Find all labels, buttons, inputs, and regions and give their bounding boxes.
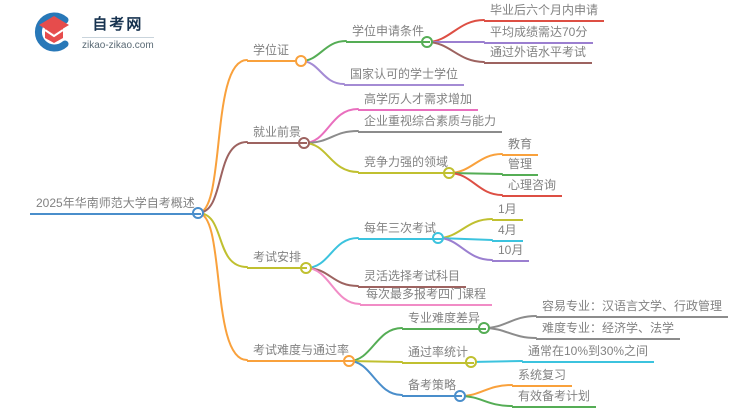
connector	[426, 41, 485, 63]
node-three-exams-per-year[interactable]: 每年三次考试	[358, 221, 443, 240]
node-flexible-subjects[interactable]: 灵活选择考试科目	[358, 269, 467, 288]
node-exam-april[interactable]: 4月	[492, 223, 523, 242]
connector	[348, 360, 403, 363]
node-root[interactable]: 2025年华南师范大学自考概述	[30, 196, 201, 215]
node-exam-january[interactable]: 1月	[492, 202, 523, 221]
node-employment-prospects[interactable]: 就业前景	[247, 125, 308, 144]
node-effective-prep-plan[interactable]: 有效备考计划	[512, 389, 597, 408]
connector	[197, 212, 248, 268]
graduation-cap-icon	[34, 12, 69, 52]
node-apply-within-six-months[interactable]: 毕业后六个月内申请	[484, 3, 605, 22]
connector	[300, 60, 345, 85]
node-pass-rate-range[interactable]: 通常在10%到30%之间	[522, 344, 655, 363]
connector	[197, 141, 248, 214]
collapse-handle-degree-cert[interactable]	[295, 55, 307, 67]
connector	[197, 212, 248, 361]
connector	[437, 237, 493, 261]
node-hard-majors[interactable]: 难度专业：经济学、法学	[536, 321, 681, 340]
connector	[459, 395, 513, 407]
node-competitive-fields[interactable]: 竞争力强的领域	[358, 155, 455, 174]
connector	[483, 327, 537, 339]
node-degree-cert[interactable]: 学位证	[247, 43, 296, 62]
node-exam-october[interactable]: 10月	[492, 243, 530, 262]
node-degree-apply-conditions[interactable]: 学位申请条件	[346, 24, 431, 43]
connector	[448, 172, 503, 196]
site-logo[interactable]: 自考网 zikao-zikao.com	[32, 10, 154, 54]
connector	[197, 59, 248, 214]
node-state-recognized-degree[interactable]: 国家认可的学士学位	[344, 67, 465, 86]
connector	[483, 315, 537, 329]
node-prep-strategy[interactable]: 备考策略	[402, 378, 463, 397]
connector	[303, 142, 359, 173]
node-major-difficulty-gap[interactable]: 专业难度差异	[402, 311, 487, 330]
connector	[348, 360, 403, 396]
connector	[300, 40, 347, 62]
node-pass-rate-stats[interactable]: 通过率统计	[402, 345, 475, 364]
site-url: zikao-zikao.com	[82, 40, 154, 51]
node-field-education[interactable]: 教育	[502, 137, 539, 156]
connector	[459, 384, 513, 397]
connector	[426, 19, 485, 43]
connector	[303, 130, 359, 144]
node-talent-demand-increase[interactable]: 高学历人才需求增加	[358, 92, 479, 111]
connector	[348, 327, 403, 362]
node-field-management[interactable]: 管理	[502, 157, 539, 176]
connector	[448, 153, 503, 174]
connector	[305, 267, 361, 305]
node-comprehensive-quality[interactable]: 企业重视综合素质与能力	[358, 114, 503, 133]
node-max-four-courses[interactable]: 每次最多报考四门课程	[360, 287, 493, 306]
site-name: 自考网	[82, 13, 154, 38]
connector	[470, 360, 523, 363]
connector	[305, 267, 359, 287]
connector	[448, 172, 503, 175]
node-foreign-language-test[interactable]: 通过外语水平考试	[484, 45, 593, 64]
connector	[305, 237, 359, 269]
node-easy-majors[interactable]: 容易专业：汉语言文学、行政管理	[536, 299, 729, 318]
node-field-psychology[interactable]: 心理咨询	[502, 178, 563, 197]
node-difficulty-pass-rate[interactable]: 考试难度与通过率	[247, 343, 356, 362]
connector	[437, 218, 493, 239]
node-systematic-review[interactable]: 系统复习	[512, 368, 573, 387]
node-exam-schedule[interactable]: 考试安排	[247, 250, 308, 269]
node-avg-score-70[interactable]: 平均成绩需达70分	[484, 25, 594, 44]
